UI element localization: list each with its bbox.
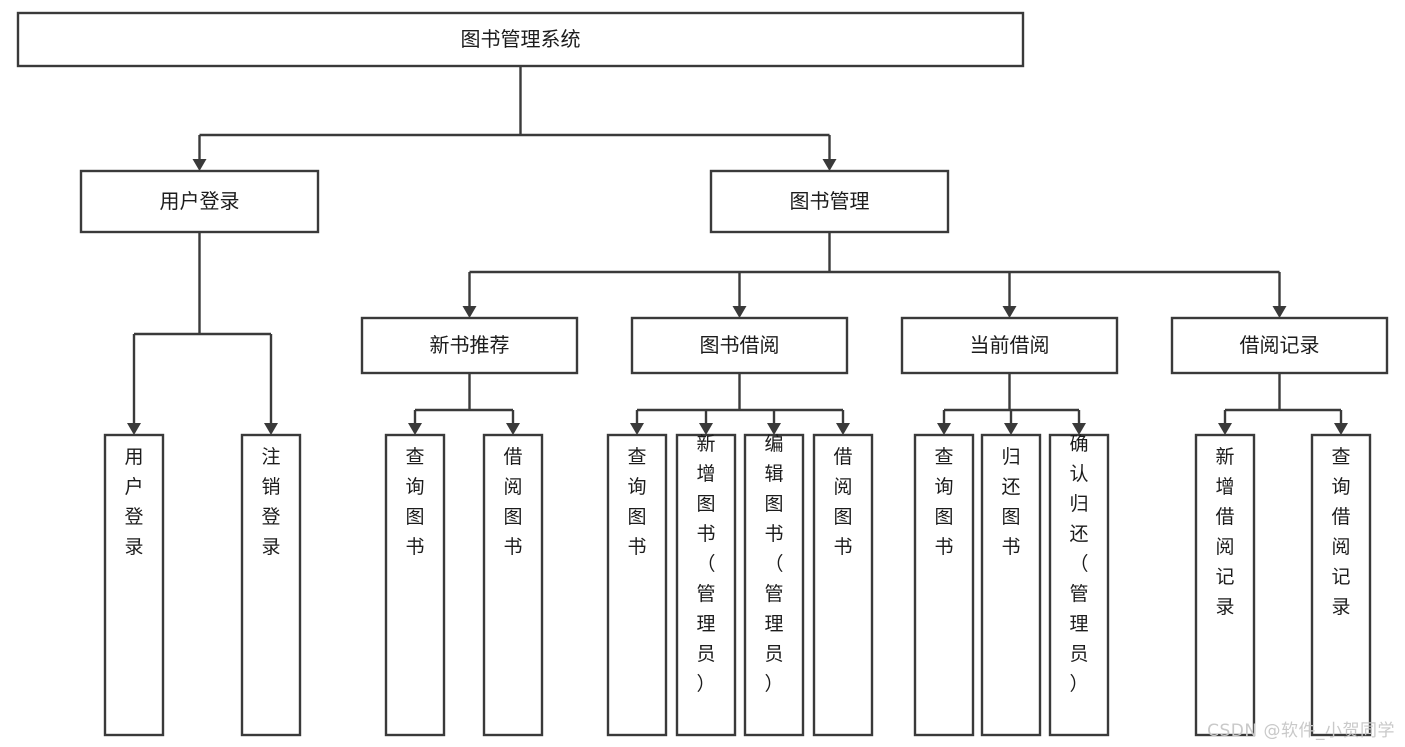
node-label: 查询图书	[934, 446, 953, 558]
node-cb-query-book[interactable]: 查询图书	[913, 433, 975, 737]
arrow-head-icon	[732, 306, 747, 318]
node-label: 归还图书	[1001, 446, 1020, 558]
arrow-head-icon	[1072, 423, 1086, 435]
node-label: 注销登录	[261, 446, 280, 558]
node-user-login[interactable]: 用户登录	[79, 169, 320, 234]
node-label: 查询借阅记录	[1331, 446, 1350, 618]
node-br-query-record[interactable]: 查询借阅记录	[1310, 433, 1372, 737]
node-nb-query-book[interactable]: 查询图书	[384, 433, 446, 737]
node-label: 编辑图书（管理员）	[764, 433, 783, 695]
node-borrow-record[interactable]: 借阅记录	[1170, 316, 1389, 375]
node-label: 查询图书	[627, 446, 646, 558]
node-new-book-recommend[interactable]: 新书推荐	[360, 316, 579, 375]
arrow-head-icon	[1002, 306, 1017, 318]
node-label: 图书管理系统	[461, 27, 581, 51]
arrow-head-icon	[630, 423, 644, 435]
arrow-head-icon	[1004, 423, 1018, 435]
arrow-head-icon	[408, 423, 422, 435]
node-book-management[interactable]: 图书管理	[709, 169, 950, 234]
connectors-layer	[127, 66, 1348, 435]
node-user-login-leaf[interactable]: 用户登录	[103, 433, 165, 737]
node-nb-borrow-book[interactable]: 借阅图书	[482, 433, 544, 737]
node-label: 查询图书	[405, 446, 424, 558]
node-br-add-record[interactable]: 新增借阅记录	[1194, 433, 1256, 737]
node-label: 新书推荐	[430, 333, 510, 357]
node-label: 图书借阅	[700, 333, 780, 357]
node-label: 确认归还（管理员）	[1069, 433, 1088, 695]
arrow-head-icon	[699, 423, 713, 435]
arrow-head-icon	[506, 423, 520, 435]
arrow-head-icon	[264, 423, 278, 435]
node-label: 借阅图书	[503, 446, 522, 558]
node-label: 新增借阅记录	[1215, 446, 1234, 618]
node-user-logout-leaf[interactable]: 注销登录	[240, 433, 302, 737]
node-cb-return-book[interactable]: 归还图书	[980, 433, 1042, 737]
node-label: 当前借阅	[970, 333, 1050, 357]
nodes-layer: 图书管理系统用户登录图书管理用户登录注销登录新书推荐图书借阅当前借阅借阅记录查询…	[16, 11, 1389, 737]
node-bb-edit-book[interactable]: 编辑图书（管理员）	[743, 433, 805, 737]
node-label: 借阅图书	[833, 446, 852, 558]
arrow-head-icon	[1334, 423, 1348, 435]
arrow-head-icon	[836, 423, 850, 435]
arrow-head-icon	[192, 159, 207, 171]
node-bb-add-book[interactable]: 新增图书（管理员）	[675, 433, 737, 737]
arrow-head-icon	[462, 306, 477, 318]
node-label: 用户登录	[124, 446, 143, 558]
arrow-head-icon	[822, 159, 837, 171]
arrow-head-icon	[127, 423, 141, 435]
node-label: 借阅记录	[1240, 333, 1320, 357]
arrow-head-icon	[767, 423, 781, 435]
node-bb-query-book[interactable]: 查询图书	[606, 433, 668, 737]
node-book-borrow[interactable]: 图书借阅	[630, 316, 849, 375]
node-label: 图书管理	[790, 189, 870, 213]
watermark-text: CSDN @软件_小贺同学	[1207, 721, 1395, 741]
node-root[interactable]: 图书管理系统	[16, 11, 1025, 68]
arrow-head-icon	[1272, 306, 1287, 318]
node-current-borrow[interactable]: 当前借阅	[900, 316, 1119, 375]
node-bb-borrow-book[interactable]: 借阅图书	[812, 433, 874, 737]
arrow-head-icon	[937, 423, 951, 435]
arrow-head-icon	[1218, 423, 1232, 435]
node-label: 新增图书（管理员）	[696, 433, 715, 695]
node-label: 用户登录	[160, 189, 240, 213]
node-cb-confirm-return[interactable]: 确认归还（管理员）	[1048, 433, 1110, 737]
